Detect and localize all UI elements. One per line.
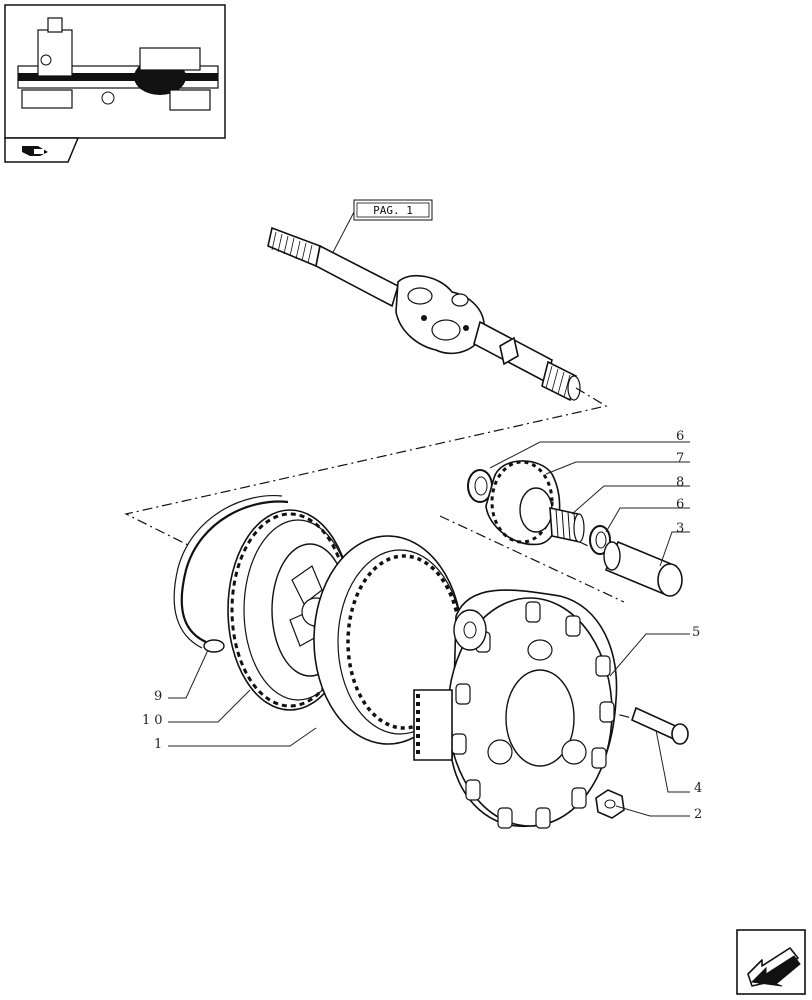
- callout-9: 9: [154, 689, 162, 704]
- callout-6-upper: 6: [676, 429, 684, 444]
- axle-assembly-thumbnail-icon[interactable]: [4, 4, 226, 139]
- callout-4: 4: [694, 781, 702, 796]
- callout-7: 7: [676, 451, 684, 466]
- page-reference-tag[interactable]: PAG. 1: [327, 199, 433, 263]
- callout-6-lower: 6: [676, 497, 684, 512]
- snap-ring: [173, 494, 289, 653]
- page-reference-label: PAG. 1: [373, 204, 413, 217]
- bolt: [631, 706, 689, 745]
- needle-bearing: [549, 506, 585, 544]
- catalog-tag-icon: [4, 137, 80, 163]
- thrust-washer-lower: [589, 525, 611, 555]
- previous-page-arrow-icon[interactable]: [736, 929, 806, 995]
- leader-lines: [168, 441, 690, 817]
- callout-3: 3: [676, 521, 684, 536]
- callout-5: 5: [692, 625, 700, 640]
- callout-1: 1: [154, 737, 162, 752]
- callout-10: 10: [142, 713, 167, 728]
- callout-2: 2: [694, 807, 702, 822]
- drive-shaft: [267, 226, 581, 402]
- nut: [595, 789, 625, 819]
- callout-labels: 6 7 8 6 3 5 4 2 9 10 1: [142, 429, 702, 822]
- planet-carrier: [413, 589, 618, 829]
- callout-8: 8: [676, 475, 684, 490]
- planet-pin: [603, 540, 683, 597]
